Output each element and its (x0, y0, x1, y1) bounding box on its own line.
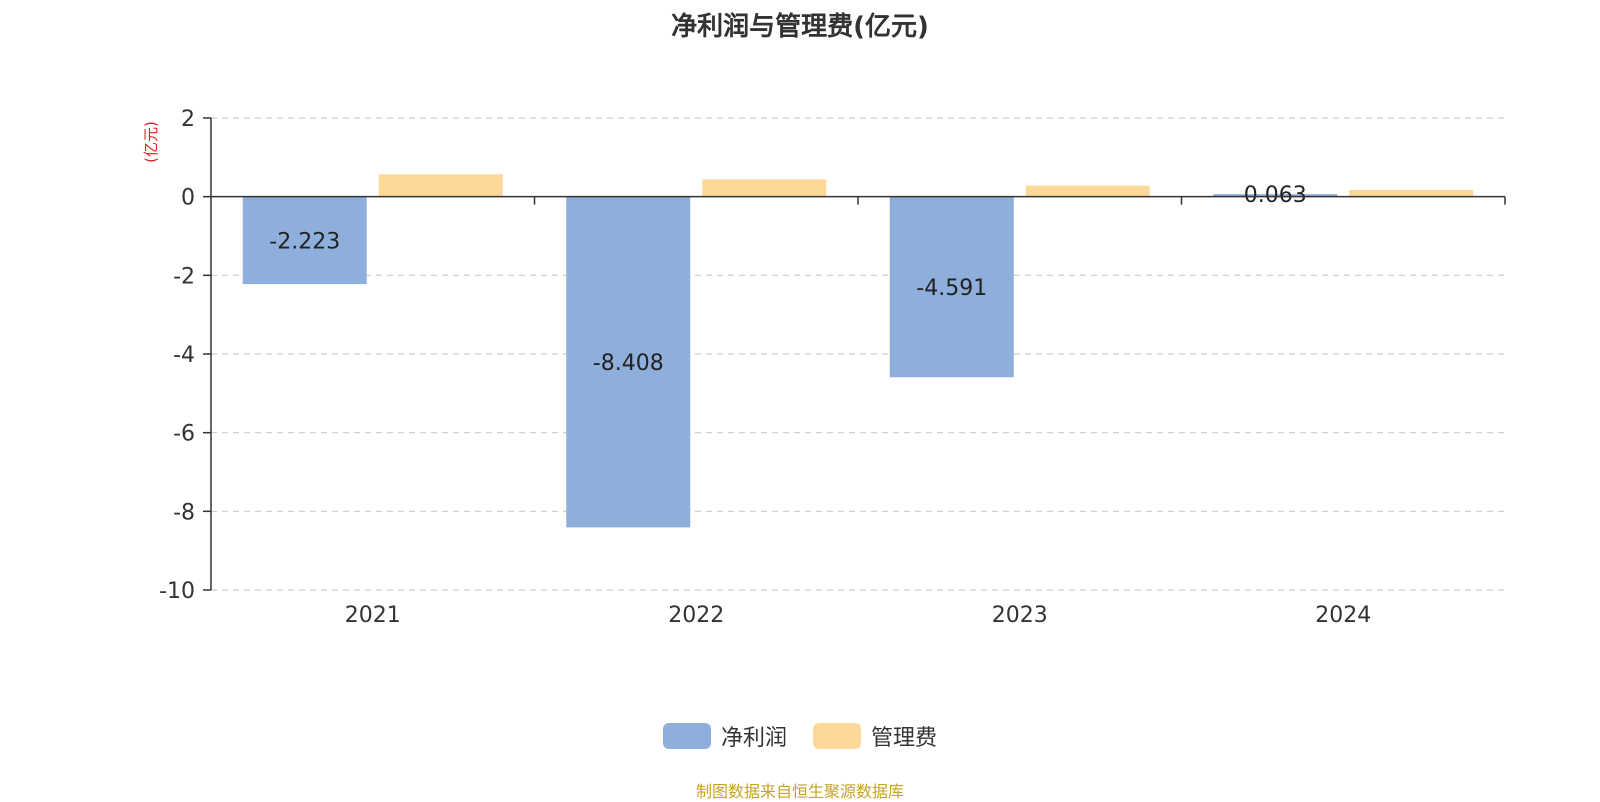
y-tick-label: -8 (173, 500, 195, 525)
y-tick-label: -2 (173, 264, 195, 289)
y-tick-label: -6 (173, 422, 195, 447)
data-label: -4.591 (916, 276, 987, 301)
y-tick-label: 2 (181, 107, 195, 132)
data-label: -2.223 (269, 229, 340, 254)
data-source-note: 制图数据来自恒生聚源数据库 (695, 782, 904, 801)
legend-item-net-profit[interactable]: 净利润 (662, 720, 787, 752)
x-tick-label: 2021 (345, 603, 401, 628)
chart-title: 净利润与管理费(亿元) (671, 12, 929, 42)
legend-label-net-profit: 净利润 (720, 726, 787, 751)
y-tick-label: -10 (159, 579, 195, 604)
legend-swatch-net-profit (662, 723, 711, 749)
legend-label-admin-expense: 管理费 (871, 726, 938, 751)
bar-admin-expense[interactable] (378, 174, 503, 197)
bar-net-profit[interactable] (242, 196, 367, 285)
x-tick-label: 2024 (1315, 603, 1371, 628)
legend-item-admin-expense[interactable]: 管理费 (813, 720, 937, 752)
bar-admin-expense[interactable] (702, 179, 827, 197)
data-label: -8.408 (593, 351, 664, 376)
bar-admin-expense[interactable] (1349, 189, 1474, 197)
legend-swatch-admin-expense (813, 723, 861, 749)
bar-chart: 2 0 -2 -4 -6 -8 -10 (亿元) -2.223 -8.408 -4.591 0.063… (142, 107, 1506, 628)
y-tick-label: 0 (181, 186, 195, 211)
bar-net-profit[interactable] (1213, 194, 1338, 197)
x-tick-label: 2022 (668, 603, 724, 628)
legend: 净利润 管理费 (0, 720, 1600, 752)
bar-net-profit[interactable] (889, 196, 1014, 378)
x-tick-label: 2023 (992, 603, 1048, 628)
bar-net-profit[interactable] (566, 196, 691, 528)
y-axis-unit-label: (亿元) (142, 121, 160, 163)
bar-admin-expense[interactable] (1025, 185, 1150, 197)
y-tick-label: -4 (173, 343, 195, 368)
data-label: 0.063 (1244, 183, 1307, 208)
